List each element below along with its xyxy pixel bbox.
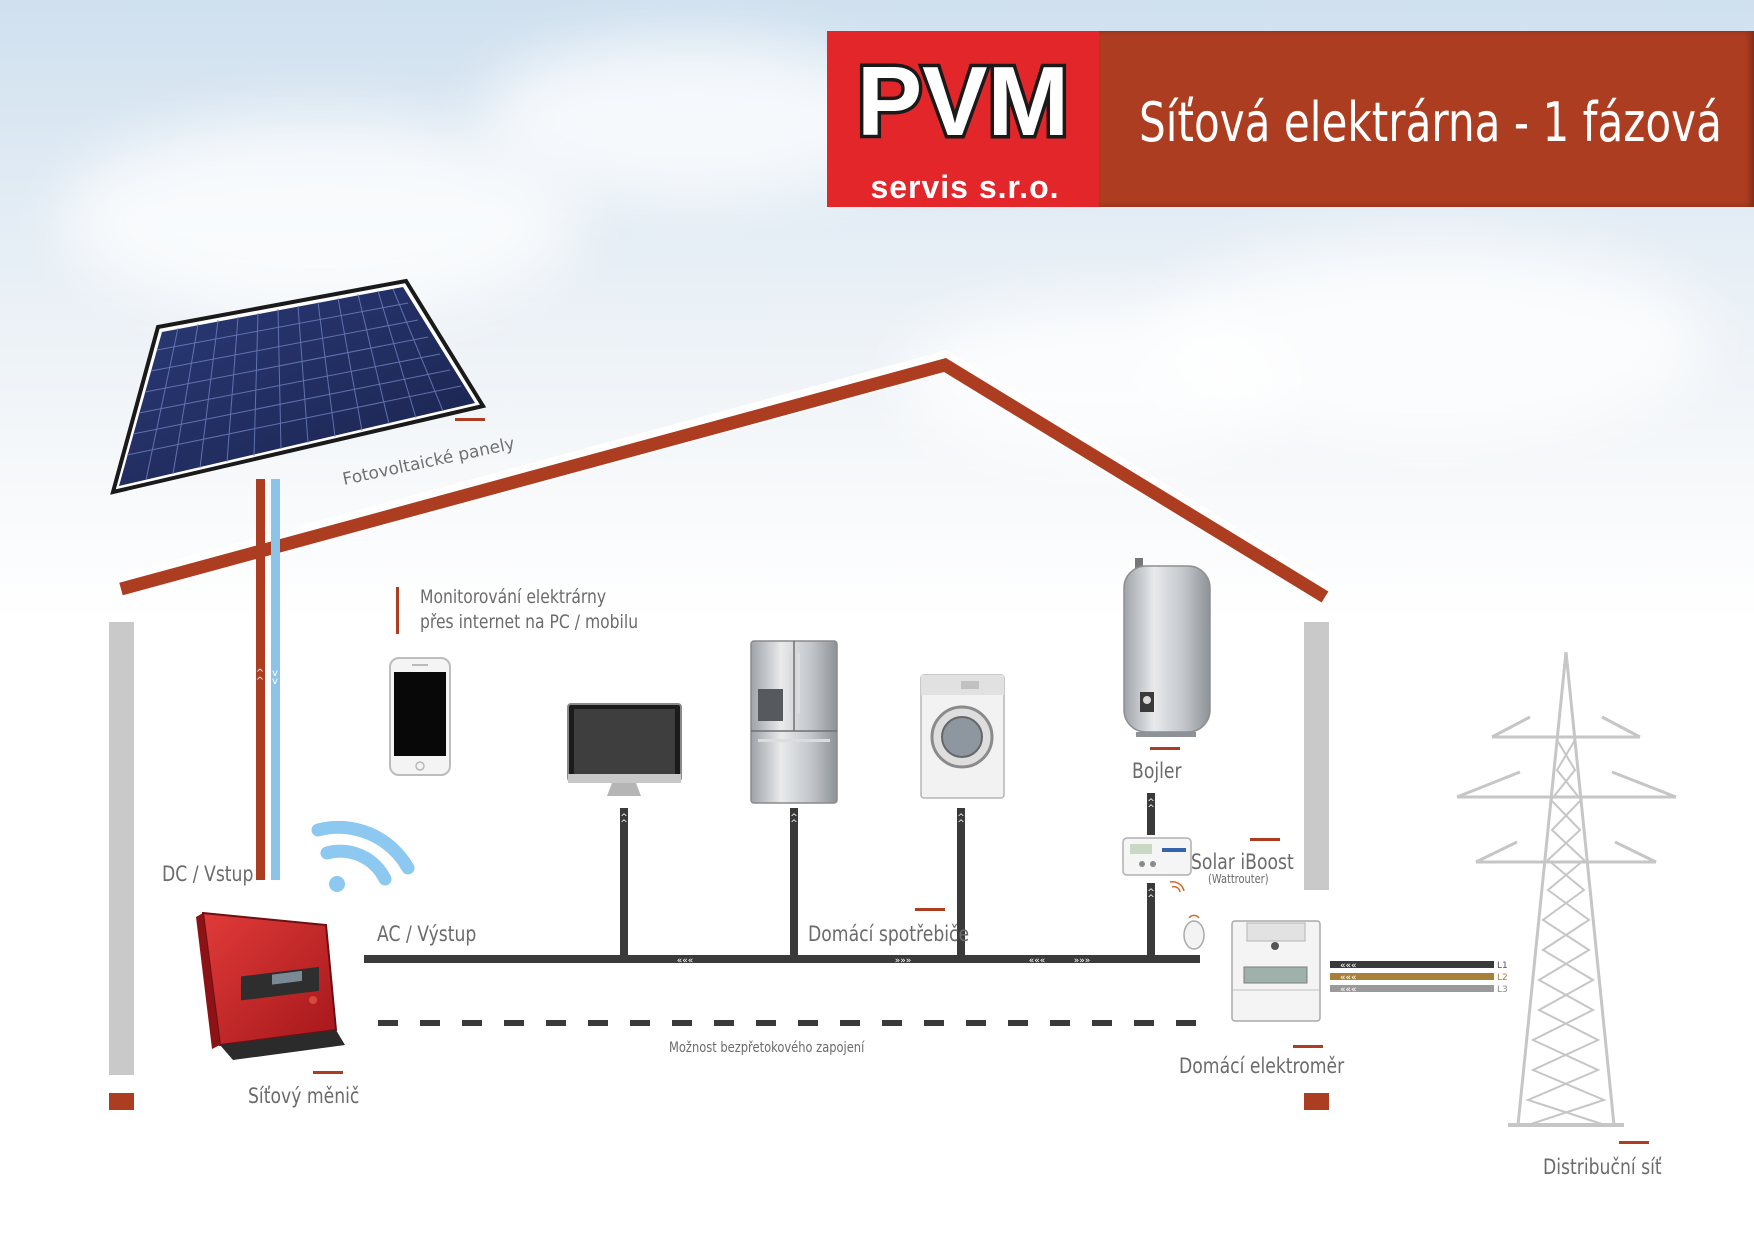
svg-text:»»»: »»» — [895, 956, 912, 966]
monitor-icon — [567, 703, 682, 796]
svg-text:»»»: »»» — [1074, 956, 1091, 966]
grid-label-mark — [1619, 1141, 1649, 1144]
grid-label: Distribuční síť — [1543, 1155, 1662, 1179]
boiler-icon — [1123, 558, 1211, 737]
phase-l2-label: L2 — [1497, 973, 1508, 983]
flow-arrows: ^^ ^^ ^^ ^^ ^^ — [620, 798, 1155, 904]
zero-export-line — [378, 1020, 1196, 1026]
zero-export-label: Možnost bezpřetokového zapojení — [669, 1040, 865, 1056]
appliances-label-mark — [915, 908, 945, 911]
cloud — [60, 120, 580, 320]
washing-machine-icon — [920, 674, 1005, 799]
svg-text:v: v — [272, 676, 278, 687]
svg-text:^: ^ — [256, 668, 264, 679]
svg-text:«««: ««« — [677, 956, 694, 966]
phase-l1-label: L1 — [1497, 961, 1508, 971]
ac-output-label: AC / Výstup — [377, 922, 477, 946]
left-wall — [109, 622, 134, 1075]
inverter-label: Síťový měnič — [248, 1084, 360, 1108]
svg-text:^: ^ — [790, 813, 798, 823]
title-bar: Síťová elektrárna - 1 fázová — [1099, 31, 1754, 207]
right-wall — [1304, 622, 1329, 890]
svg-text:^: ^ — [620, 819, 628, 829]
left-foundation — [109, 1093, 134, 1110]
iboost-icon — [1122, 837, 1192, 876]
wifi-icon — [311, 820, 415, 892]
svg-text:^: ^ — [1147, 888, 1155, 898]
iboost-label: Solar iBoost — [1191, 850, 1294, 874]
iboost-sublabel: (Wattrouter) — [1208, 872, 1269, 886]
svg-text:^: ^ — [1147, 894, 1155, 904]
energy-meter-icon — [1231, 920, 1321, 1022]
grid-phase-lines: ««« ««« ««« L1 L2 L3 — [1330, 961, 1508, 995]
svg-text:^: ^ — [957, 819, 965, 829]
inverter-label-mark — [313, 1071, 343, 1074]
svg-text:^: ^ — [957, 813, 965, 823]
svg-text:v: v — [272, 668, 278, 679]
pylon-icon — [1456, 651, 1677, 1127]
svg-text:«««: ««« — [1340, 973, 1357, 983]
pvm-logo-mark: PVM — [853, 51, 1072, 149]
ct-sensor-icon — [1183, 914, 1205, 950]
panel-label-mark — [455, 418, 485, 421]
svg-text:^: ^ — [790, 819, 798, 829]
svg-text:«««: ««« — [1340, 985, 1357, 995]
appliances-label: Domácí spotřebiče — [808, 922, 970, 946]
right-foundation — [1304, 1093, 1329, 1110]
svg-text:^: ^ — [256, 676, 264, 687]
solar-panel-icon — [110, 278, 487, 495]
iboost-label-mark — [1250, 838, 1280, 841]
inverter-icon — [196, 911, 345, 1060]
dc-cable: ^ ^ v v — [256, 479, 280, 880]
boiler-label-mark — [1150, 747, 1180, 750]
wireless-signal-icon — [1169, 881, 1185, 893]
appliance-feeders — [620, 793, 1155, 956]
monitoring-label-mark — [396, 587, 399, 634]
svg-text:^: ^ — [1147, 804, 1155, 814]
svg-text:«««: ««« — [1340, 961, 1357, 971]
smartphone-icon — [389, 657, 451, 776]
svg-text:^: ^ — [1147, 798, 1155, 808]
phase-l3-label: L3 — [1497, 985, 1508, 995]
svg-text:^: ^ — [620, 813, 628, 823]
svg-text:PVM: PVM — [857, 51, 1069, 149]
page-title: Síťová elektrárna - 1 fázová — [1139, 91, 1722, 154]
meter-label-mark — [1293, 1045, 1323, 1048]
ac-bus: ««« »»» ««« »»» — [364, 955, 1200, 966]
roof — [118, 350, 1331, 604]
pvm-logo: PVM servis s.r.o. — [827, 31, 1099, 207]
boiler-label: Bojler — [1132, 759, 1182, 783]
logo-subtitle: servis s.r.o. — [870, 169, 1060, 205]
monitoring-label-line1: Monitorování elektrárny — [420, 586, 607, 608]
meter-label: Domácí elektroměr — [1179, 1054, 1345, 1078]
monitoring-label-line2: přes internet na PC / mobilu — [420, 611, 639, 633]
svg-text:«««: ««« — [1029, 956, 1046, 966]
dc-input-label: DC / Vstup — [162, 862, 254, 886]
fridge-icon — [750, 640, 838, 804]
